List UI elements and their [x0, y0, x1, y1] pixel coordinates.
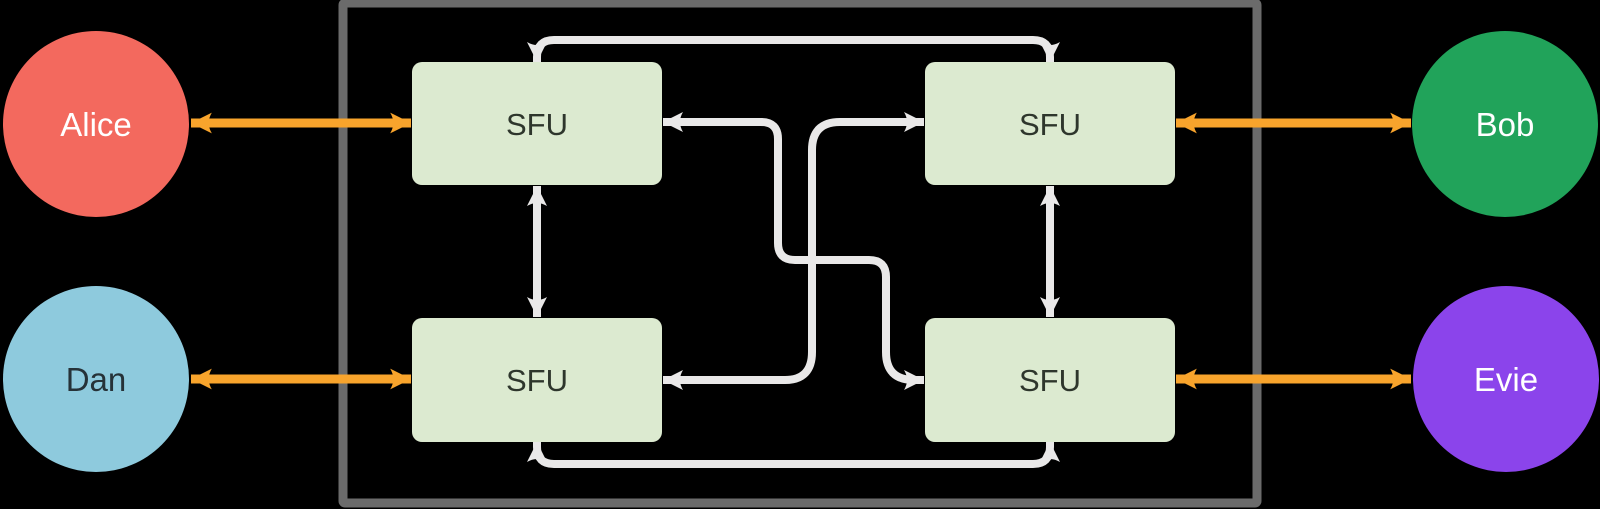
sfu-node-1-label: SFU [506, 107, 568, 142]
participant-alice [3, 31, 189, 217]
sfu-node-3-label: SFU [506, 363, 568, 398]
sfu-mesh-arrows [527, 36, 1060, 468]
participant-bob-label: Bob [1476, 106, 1535, 143]
participant-arrows [191, 112, 1411, 390]
sfu-node-2 [925, 62, 1175, 185]
sfu-boxes [412, 62, 1175, 442]
participant-evie-label: Evie [1474, 361, 1538, 398]
arrow-sfu3-sfu4-bottom-arc [527, 442, 1060, 468]
arrow-sfu3-sfu2-cross [663, 112, 924, 390]
sfu-node-2-label: SFU [1019, 107, 1081, 142]
sfu-node-1 [412, 62, 662, 185]
arrow-sfu1-sfu2-top-arc [527, 36, 1060, 62]
sfu-labels: SFU SFU SFU SFU [506, 107, 1081, 398]
participant-dan-label: Dan [66, 361, 127, 398]
sfu-node-4 [925, 318, 1175, 442]
participant-alice-label: Alice [60, 106, 132, 143]
sfu-node-3 [412, 318, 662, 442]
participant-labels: Alice Bob Dan Evie [60, 106, 1538, 398]
sfu-cluster-boundary [338, 0, 1262, 508]
participant-dan [3, 286, 189, 472]
participant-evie [1413, 286, 1599, 472]
participant-bob [1412, 31, 1598, 217]
sfu-node-4-label: SFU [1019, 363, 1081, 398]
participant-circles [3, 31, 1599, 472]
